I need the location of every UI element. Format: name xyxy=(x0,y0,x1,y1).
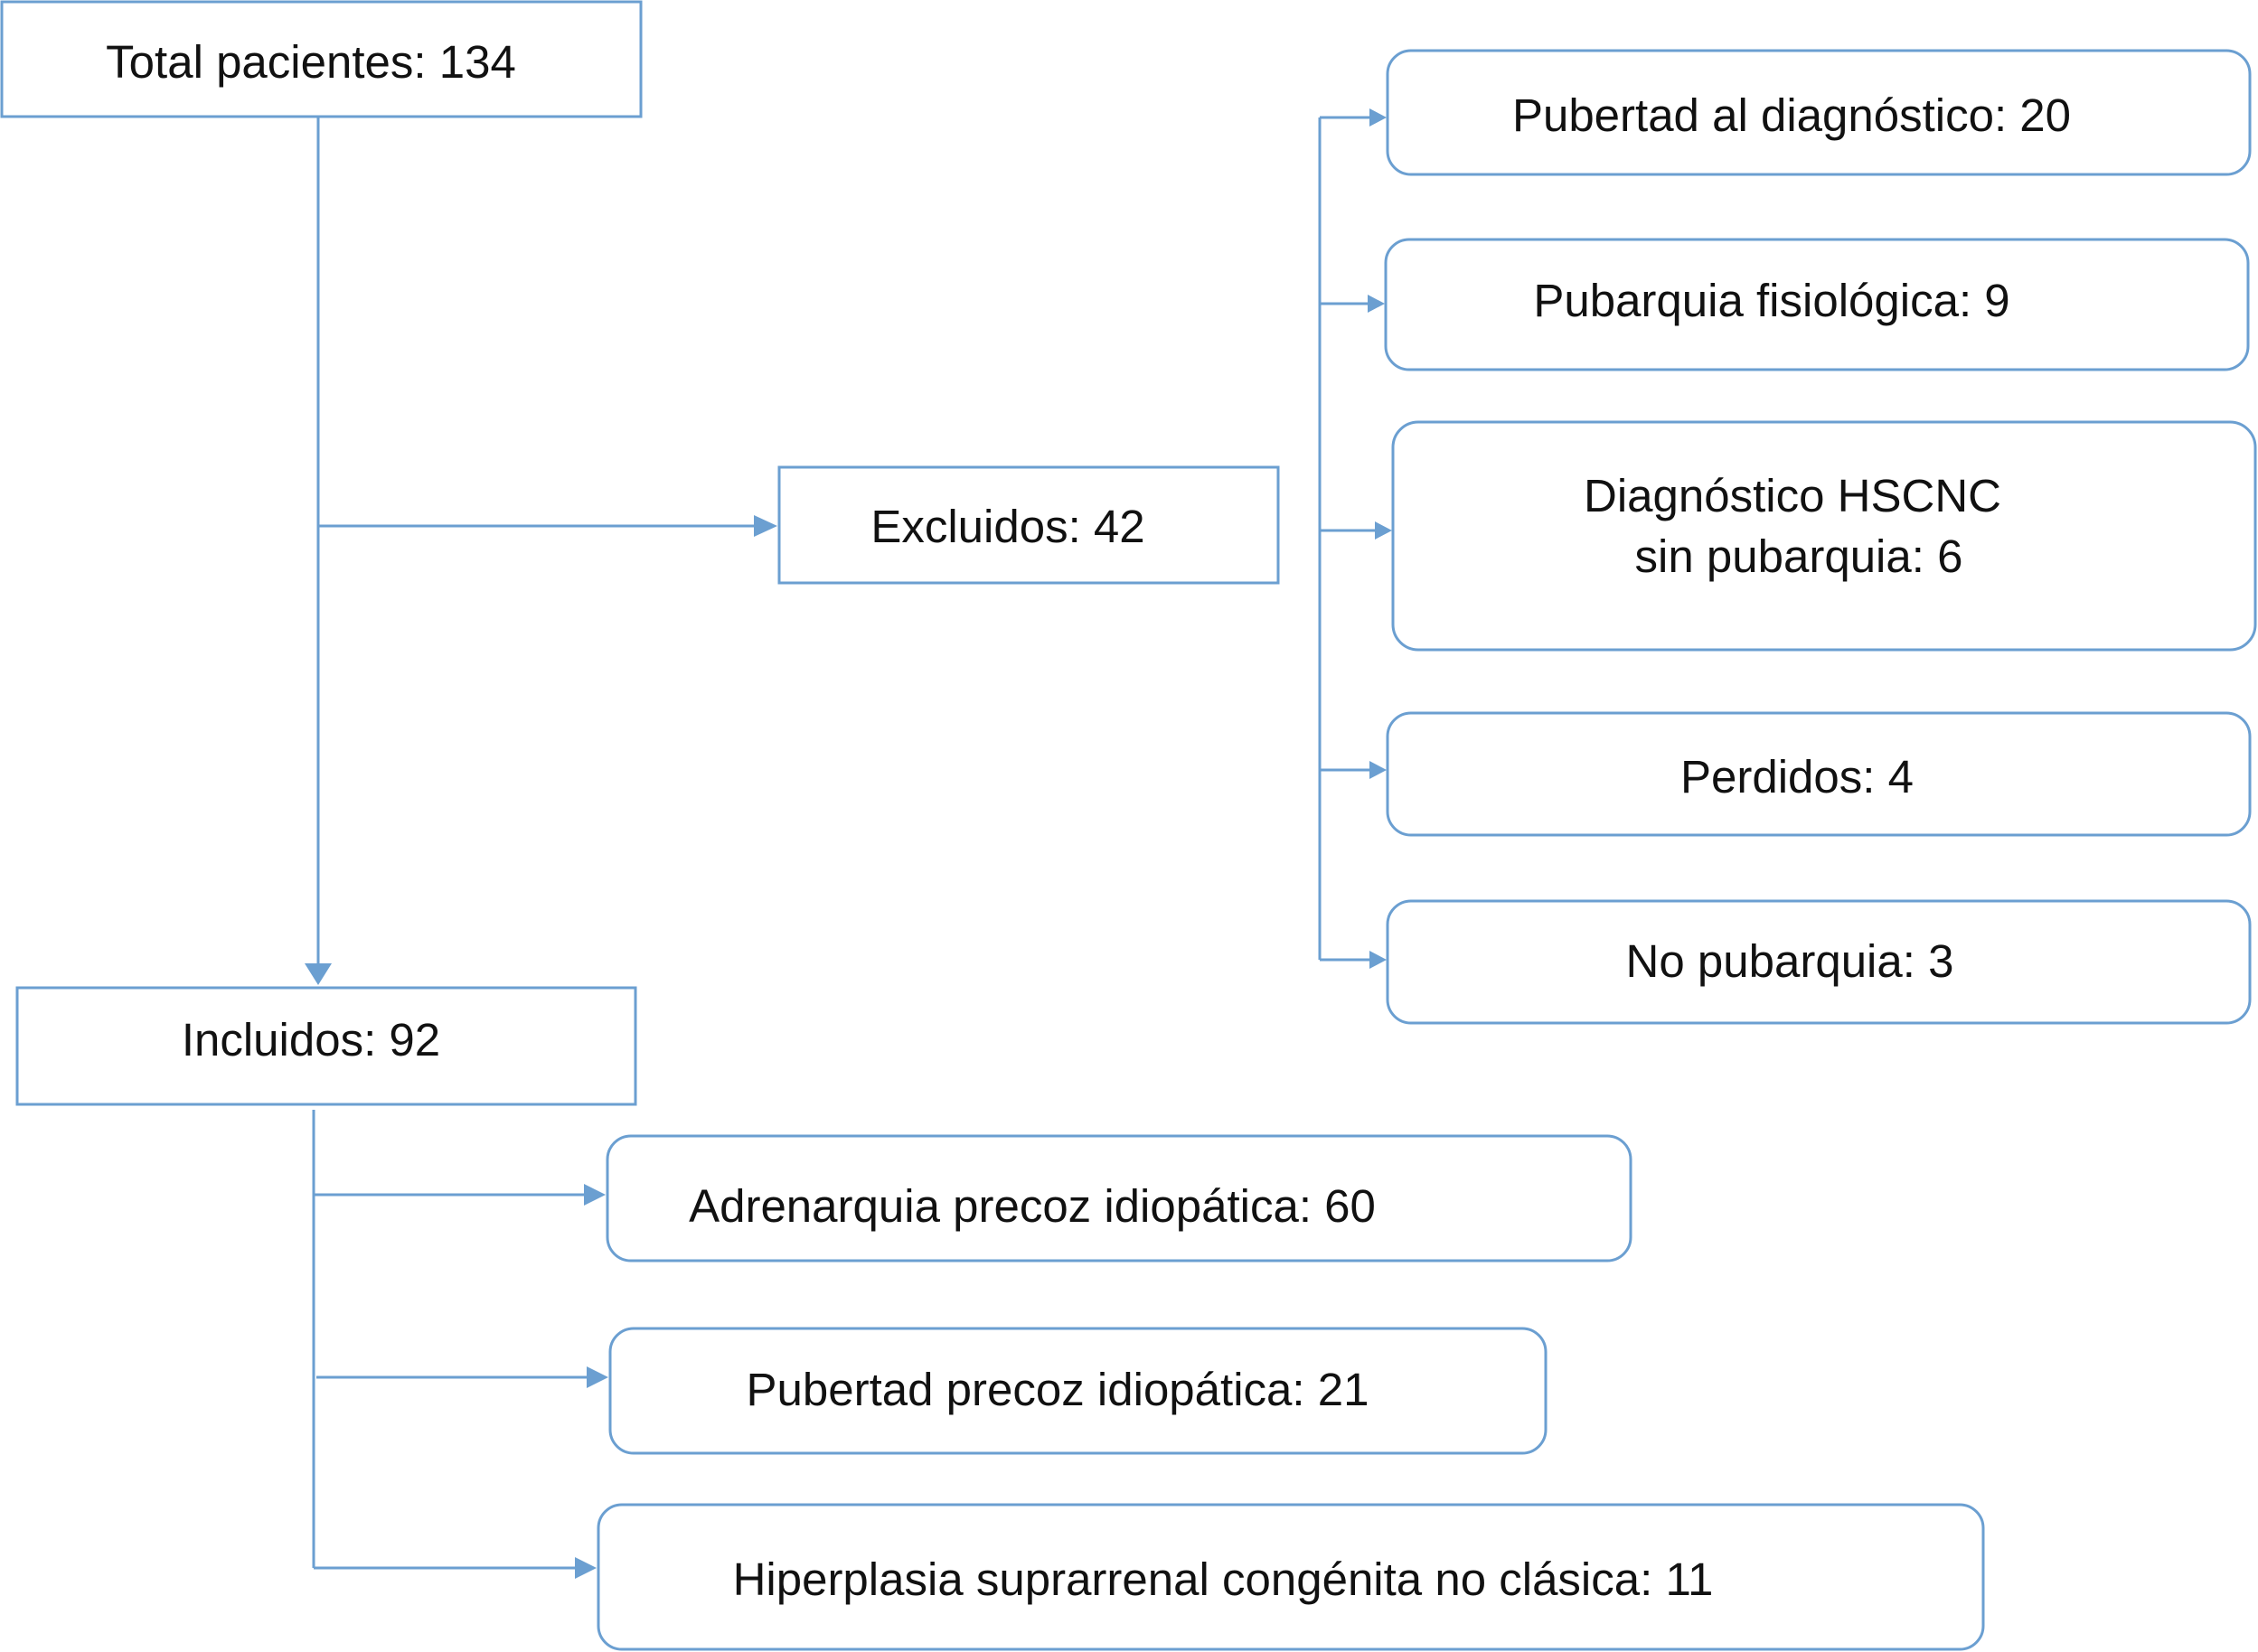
arrowhead-reason-2 xyxy=(1368,295,1385,313)
node-reason-1: Pubertad al diagnóstico: 20 xyxy=(1386,49,2252,176)
arrowhead-reason-4 xyxy=(1369,761,1387,779)
arrowhead-reason-3 xyxy=(1375,521,1392,540)
node-total-label: Total pacientes: 134 xyxy=(106,36,516,88)
node-group-1-label: Adrenarquia precoz idiopática: 60 xyxy=(689,1180,1376,1232)
node-group-2-label: Pubertad precoz idiopática: 21 xyxy=(747,1364,1369,1415)
node-reason-1-label: Pubertad al diagnóstico: 20 xyxy=(1512,89,2071,141)
node-group-1: Adrenarquia precoz idiopática: 60 xyxy=(606,1134,1632,1262)
node-reason-3-label-line1: Diagnóstico HSCNC xyxy=(1584,470,2001,521)
arrowhead-group-2 xyxy=(587,1366,608,1388)
node-reason-2: Pubarquia fisiológica: 9 xyxy=(1384,238,2250,371)
node-group-3: Hiperplasia suprarrenal congénita no clá… xyxy=(597,1503,1985,1651)
arrowhead-down-included xyxy=(305,963,332,985)
node-reason-2-label: Pubarquia fisiológica: 9 xyxy=(1533,275,2009,326)
arrowhead-reason-1 xyxy=(1369,108,1387,127)
node-included-label: Incluidos: 92 xyxy=(182,1014,440,1065)
arrowhead-group-1 xyxy=(584,1184,606,1206)
arrowhead-reason-5 xyxy=(1369,951,1387,969)
node-included: Incluidos: 92 xyxy=(15,986,637,1106)
node-excluded-label: Excluidos: 42 xyxy=(870,501,1144,552)
node-reason-5: No pubarquia: 3 xyxy=(1386,899,2252,1025)
arrowhead-group-3 xyxy=(575,1557,597,1579)
node-excluded: Excluidos: 42 xyxy=(777,465,1280,585)
node-total: Total pacientes: 134 xyxy=(0,0,643,118)
node-reason-4: Perdidos: 4 xyxy=(1386,711,2252,837)
arrowhead-excluded xyxy=(754,515,777,537)
node-reason-5-label: No pubarquia: 3 xyxy=(1626,935,1954,987)
node-reason-3-label-line2: sin pubarquia: 6 xyxy=(1635,530,1963,582)
connectors xyxy=(312,116,1378,1570)
arrowheads xyxy=(305,108,1392,1579)
node-reason-3: Diagnóstico HSCNC sin pubarquia: 6 xyxy=(1391,420,2257,652)
node-group-3-label: Hiperplasia suprarrenal congénita no clá… xyxy=(733,1553,1714,1605)
node-reason-4-label: Perdidos: 4 xyxy=(1680,751,1914,803)
node-group-2: Pubertad precoz idiopática: 21 xyxy=(608,1327,1548,1455)
